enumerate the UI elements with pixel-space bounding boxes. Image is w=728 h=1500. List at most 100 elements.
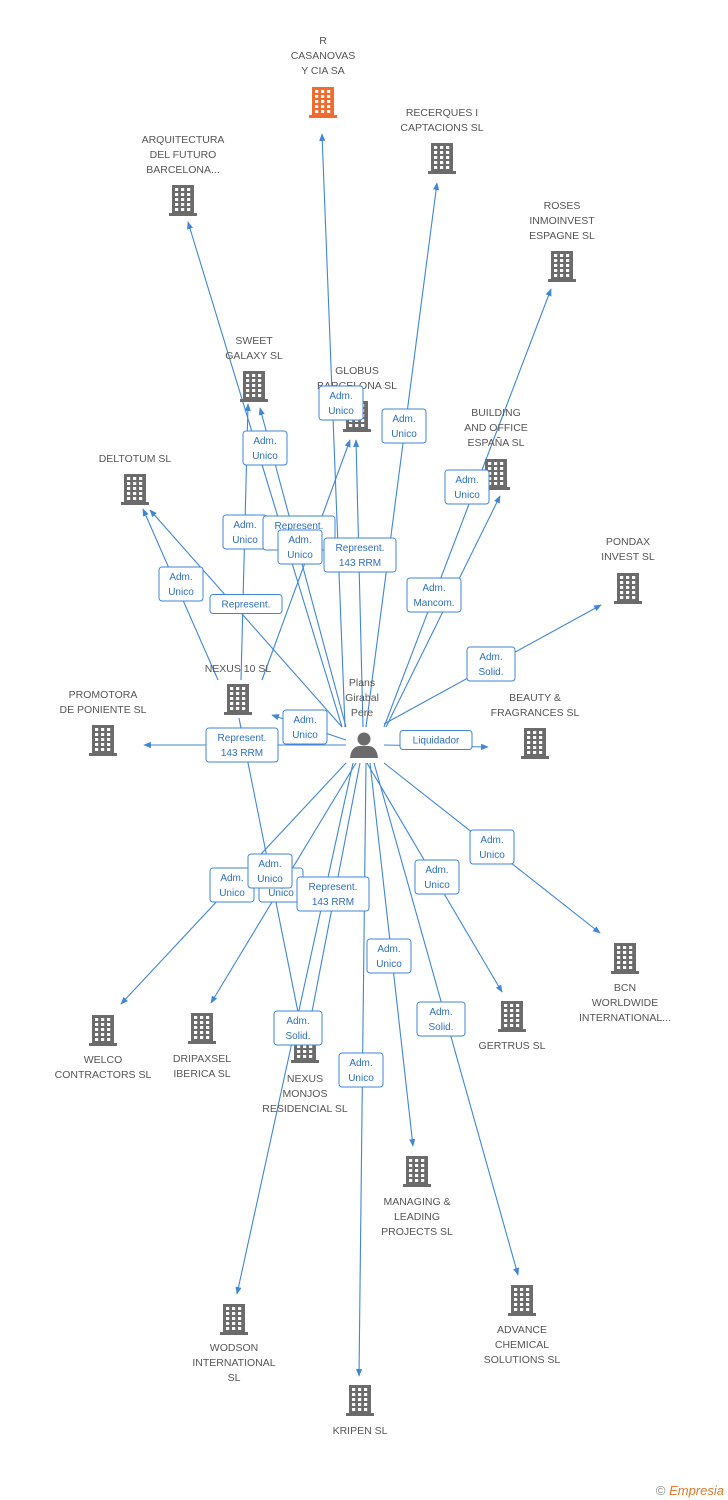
building-icon[interactable] xyxy=(346,1385,374,1416)
building-icon[interactable] xyxy=(224,684,252,715)
building-icon[interactable] xyxy=(521,728,549,759)
building-icon[interactable] xyxy=(614,573,642,604)
building-icon[interactable] xyxy=(220,1304,248,1335)
building-icon[interactable] xyxy=(121,474,149,505)
company-node-bcn[interactable]: BCNWORLDWIDEINTERNATIONAL... xyxy=(579,943,671,1024)
edge-label-text: Adm. xyxy=(286,1016,309,1027)
company-node-wodson[interactable]: WODSON INTERNATIONAL SL xyxy=(192,1304,276,1384)
company-label: NEXUS xyxy=(287,1073,323,1085)
company-node-kripen[interactable]: KRIPEN SL xyxy=(333,1385,388,1437)
edge-label-recerques[interactable]: Adm.Unico xyxy=(381,408,427,444)
edge-label-text: Liquidador xyxy=(413,736,460,747)
company-label: SL xyxy=(228,1372,241,1384)
edge-label-gertrus[interactable]: Adm.Unico xyxy=(414,859,460,895)
company-label: WORLDWIDE xyxy=(592,997,659,1009)
company-label: WODSON xyxy=(210,1342,258,1354)
building-icon[interactable] xyxy=(498,1001,526,1032)
building-icon[interactable] xyxy=(309,87,337,118)
company-label: INTERNATIONAL... xyxy=(579,1012,671,1024)
edge-label-deltotum[interactable]: Represent. xyxy=(209,594,283,614)
company-label: ROSES xyxy=(544,200,581,212)
edge-label-text: Unico xyxy=(287,550,313,561)
edge-label-text: Adm. xyxy=(429,1007,452,1018)
building-icon[interactable] xyxy=(611,943,639,974)
edge-label-r_casanovas[interactable]: Adm.Unico xyxy=(318,385,364,421)
company-label: DELTOTUM SL xyxy=(99,453,172,465)
building-icon[interactable] xyxy=(482,459,510,490)
company-label: ADVANCE xyxy=(497,1324,547,1336)
edge-label-promotora[interactable]: Represent. 143 RRM xyxy=(205,727,279,763)
edge-label-nexus_monjos[interactable]: Adm.Unico xyxy=(247,853,293,889)
edge-label-sweet[interactable]: Adm.Unico xyxy=(222,514,268,550)
edge-label-arquitectura[interactable]: Adm. Unico xyxy=(242,430,288,466)
building-icon[interactable] xyxy=(428,143,456,174)
edge-label-text: Represent. xyxy=(275,521,324,532)
company-label: GERTRUS SL xyxy=(479,1040,546,1052)
edge-label-text: Adm. xyxy=(349,1058,372,1069)
building-icon[interactable] xyxy=(169,185,197,216)
edge-label-text: Adm. xyxy=(233,520,256,531)
company-label: DRIPAXSEL xyxy=(173,1053,231,1065)
person-label: Pere xyxy=(351,707,373,719)
edge-label-globus[interactable]: Represent.143 RRM xyxy=(323,537,397,573)
edge-label-nexus10[interactable]: Adm.Unico xyxy=(282,709,328,745)
edge-label-text: 143 RRM xyxy=(221,748,263,759)
edge-label-text: Unico xyxy=(268,888,294,899)
edge-label-welco[interactable]: Adm. Unico xyxy=(209,867,255,903)
edge-label-bcn[interactable]: Adm.Unico xyxy=(469,829,515,865)
edge-label-deltotum[interactable]: Adm.Unico xyxy=(158,566,204,602)
company-label: R xyxy=(319,35,327,47)
person-label: Girabal xyxy=(345,692,379,704)
edge-label-text: Unico xyxy=(219,888,245,899)
building-icon[interactable] xyxy=(508,1285,536,1316)
edge-label-roses[interactable]: Adm.Unico xyxy=(444,469,490,505)
edge-label-building[interactable]: Adm.Mancom. xyxy=(406,577,462,613)
edge-label-text: Unico xyxy=(252,451,278,462)
edge-label-text: Represent. xyxy=(218,733,267,744)
edge-label-kripen[interactable]: Adm.Unico xyxy=(338,1052,384,1088)
building-icon[interactable] xyxy=(240,371,268,402)
edge-label-wodson[interactable]: Adm.Solid. xyxy=(273,1010,323,1046)
building-icon[interactable] xyxy=(89,1015,117,1046)
company-label: ESPAÑA SL xyxy=(467,436,524,449)
company-node-beauty[interactable]: BEAUTY &FRAGRANCES SL xyxy=(491,692,580,759)
edge-label-text: Adm. xyxy=(220,873,243,884)
edge-label-nexus_monjos[interactable]: Represent.143 RRM xyxy=(296,876,370,912)
building-icon[interactable] xyxy=(403,1156,431,1187)
edge-label-pondax[interactable]: Adm.Solid. xyxy=(466,646,516,682)
company-label: RESIDENCIAL SL xyxy=(262,1103,348,1115)
company-label: INMOINVEST xyxy=(529,215,595,227)
edge-label-text: Adm. xyxy=(253,436,276,447)
person-label: Plans xyxy=(349,677,375,689)
person-icon[interactable] xyxy=(350,732,378,759)
edge-label-globus[interactable]: Adm.Unico xyxy=(277,529,323,565)
edge-label-managing[interactable]: Adm.Unico xyxy=(366,938,412,974)
building-icon[interactable] xyxy=(89,725,117,756)
building-icon[interactable] xyxy=(188,1013,216,1044)
edge-label-advance[interactable]: Adm.Solid. xyxy=(416,1001,466,1037)
company-node-gertrus[interactable]: GERTRUS SL xyxy=(479,1001,546,1052)
brand-logo[interactable]: Empresia xyxy=(669,1483,724,1498)
edge-label-text: Adm. xyxy=(479,652,502,663)
edge-label-beauty[interactable]: Liquidador xyxy=(399,730,473,750)
company-label: NEXUS 10 SL xyxy=(205,663,272,675)
company-node-nexus10[interactable]: NEXUS 10 SL xyxy=(205,663,272,715)
building-icon[interactable] xyxy=(548,251,576,282)
company-label: INTERNATIONAL xyxy=(192,1357,275,1369)
company-node-deltotum[interactable]: DELTOTUM SL xyxy=(99,453,172,505)
